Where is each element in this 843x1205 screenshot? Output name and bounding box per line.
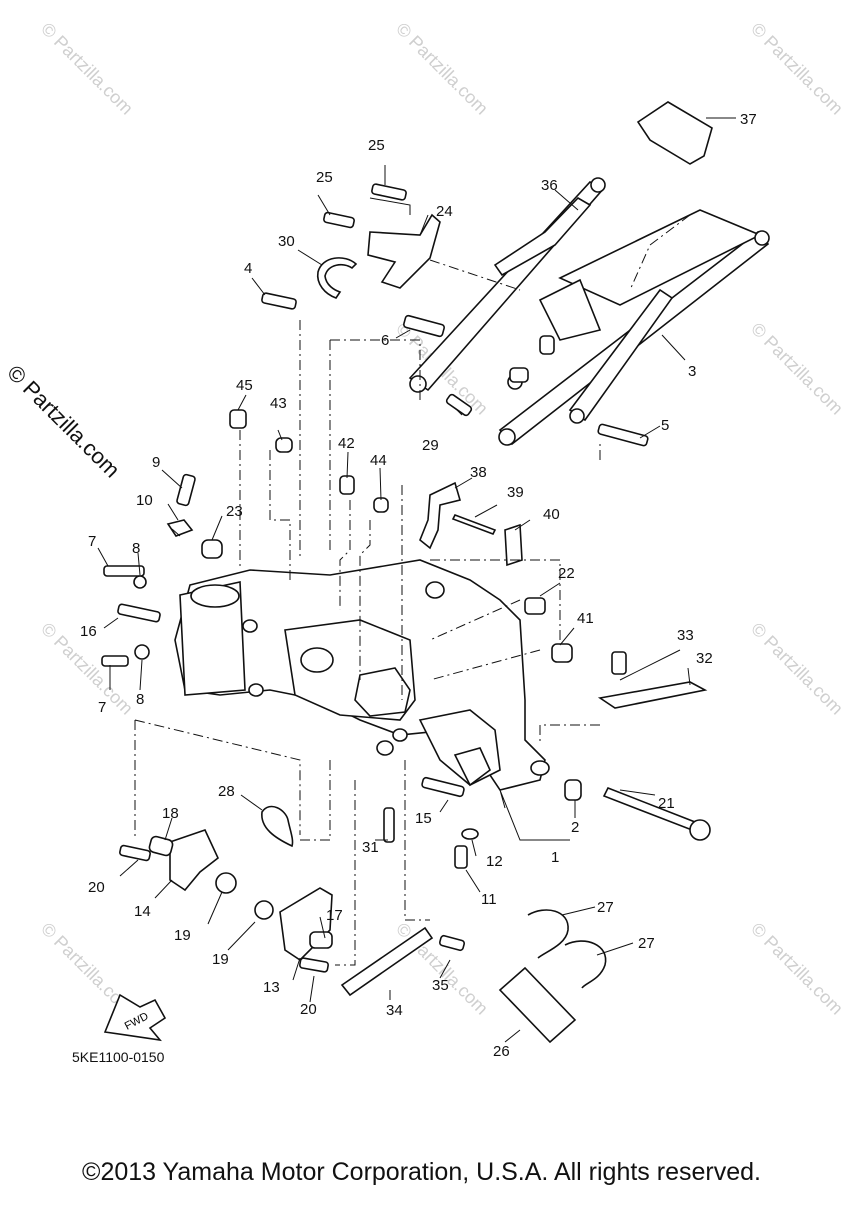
diagram-code: 5KE1100-0150 (72, 1049, 165, 1065)
callout-40: 40 (543, 506, 560, 523)
callout-23: 23 (226, 503, 243, 520)
stay-38 (419, 481, 462, 550)
watermark: © Partzilla.com (747, 919, 843, 1019)
callout-31: 31 (362, 839, 379, 856)
callout-24: 24 (436, 203, 453, 220)
callout-30: 30 (278, 233, 295, 250)
callout-32: 32 (696, 650, 713, 667)
watermark: © Partzilla.com (392, 919, 492, 1019)
callout-13: 13 (263, 979, 280, 996)
shock-26 (498, 966, 577, 1044)
callout-10: 10 (136, 492, 153, 509)
callout-17: 17 (326, 907, 343, 924)
callout-25b: 25 (316, 169, 333, 186)
callout-20b: 20 (300, 1001, 317, 1018)
damper-37 (636, 101, 713, 165)
watermark: © Partzilla.com (747, 319, 843, 419)
callout-3: 3 (688, 363, 696, 380)
callout-37: 37 (740, 111, 757, 128)
callout-11: 11 (481, 891, 497, 908)
callout-6: 6 (381, 332, 389, 349)
callout-18: 18 (162, 805, 179, 822)
band-27b (564, 940, 607, 989)
bracket-14 (169, 829, 219, 892)
pin-39 (451, 513, 497, 536)
callout-29: 29 (422, 437, 439, 454)
watermark: © Partzilla.com (392, 19, 492, 119)
band-30 (316, 257, 358, 299)
callout-1: 1 (551, 849, 559, 866)
callout-15: 15 (415, 810, 432, 827)
copyright-notice: ©2013 Yamaha Motor Corporation, U.S.A. A… (82, 1158, 761, 1186)
callout-4: 4 (244, 260, 252, 277)
assembly-lines (134, 214, 691, 966)
callout-7a: 7 (88, 533, 96, 550)
callout-14: 14 (134, 903, 151, 920)
callout-7b: 7 (98, 699, 106, 716)
pad-40 (504, 523, 523, 567)
band-28 (261, 805, 294, 848)
callout-35: 35 (432, 977, 449, 994)
watermark: © Partzilla.com (747, 619, 843, 719)
callout-20a: 20 (88, 879, 105, 896)
callout-8b: 8 (136, 691, 144, 708)
callout-9: 9 (152, 454, 160, 471)
watermark: © Partzilla.com (37, 19, 137, 119)
callout-27b: 27 (638, 935, 655, 952)
callout-26: 26 (493, 1043, 510, 1060)
bracket-24 (367, 213, 441, 289)
callout-19a: 19 (212, 951, 229, 968)
link-34 (340, 926, 434, 997)
plate-32 (597, 681, 708, 709)
callout-2: 2 (571, 819, 579, 836)
fwd-arrow-icon: FWD (103, 993, 167, 1042)
callouts: 1 2 3 4 5 6 7 7 8 8 9 10 11 12 13 14 15 … (80, 111, 757, 1060)
callout-21: 21 (658, 795, 675, 812)
callout-22: 22 (558, 565, 575, 582)
callout-38: 38 (470, 464, 487, 481)
callout-36: 36 (541, 177, 558, 194)
callout-19b: 19 (174, 927, 191, 944)
leader-lines (97, 117, 736, 1043)
callout-39: 39 (507, 484, 524, 501)
callout-43: 43 (270, 395, 287, 412)
callout-42: 42 (338, 435, 355, 452)
callout-12: 12 (486, 853, 503, 870)
callout-5: 5 (661, 417, 669, 434)
callout-27a: 27 (597, 899, 614, 916)
main-frame (174, 559, 550, 791)
callout-44: 44 (370, 452, 387, 469)
bolt-21-head (689, 819, 711, 841)
callout-28: 28 (218, 783, 235, 800)
callout-33: 33 (677, 627, 694, 644)
callout-16: 16 (80, 623, 97, 640)
callout-45: 45 (236, 377, 253, 394)
strip-36 (493, 196, 592, 277)
watermark: © Partzilla.com (747, 19, 843, 119)
callout-25a: 25 (368, 137, 385, 154)
callout-8a: 8 (132, 540, 140, 557)
band-27a (527, 909, 569, 959)
callout-41: 41 (577, 610, 594, 627)
bracket-13 (279, 887, 333, 962)
watermarks: © Partzilla.com © Partzilla.com © Partzi… (37, 19, 843, 1019)
callout-34: 34 (386, 1002, 403, 1019)
